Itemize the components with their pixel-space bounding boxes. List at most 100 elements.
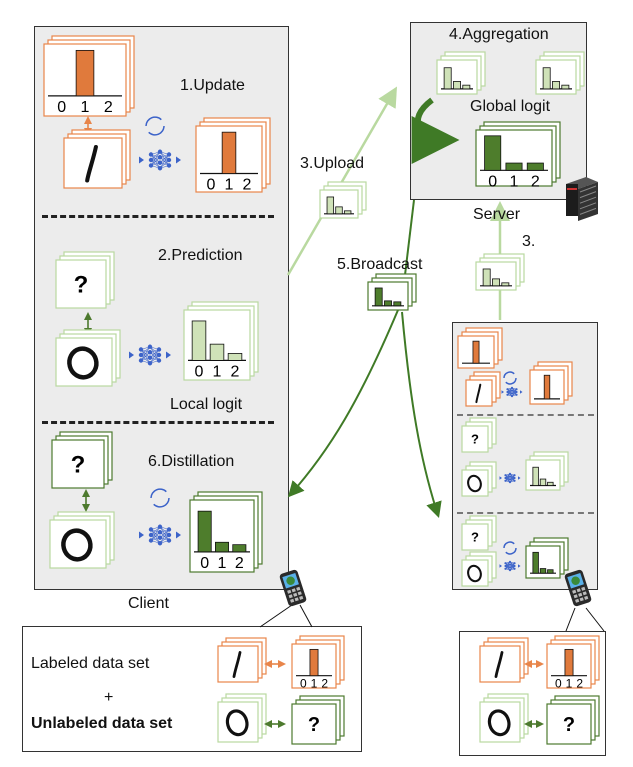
small-labeled-target-chart-tick: 2: [576, 677, 583, 691]
global-logit-label: Global logit: [470, 98, 551, 115]
cycle-arrows-icon: [503, 541, 515, 549]
client-label: Client: [128, 595, 169, 612]
small-prediction-query-box-mark: ?: [471, 432, 479, 447]
aggregation-curve-arrow: [411, 97, 460, 164]
cycle-arrows-icon: [150, 488, 167, 499]
cycle-arrows-icon: [505, 377, 517, 385]
small-client-separator-1: [457, 414, 594, 416]
mobile-phone-icon: [279, 569, 307, 607]
labeled-target-chart-tick: 2: [321, 677, 328, 691]
cycle-arrows-icon: [145, 116, 162, 127]
small-prediction-query-box-sheet: [461, 425, 489, 453]
digit-zero-icon: [467, 564, 482, 583]
prediction-logit-chart-tick: 2: [231, 363, 240, 380]
neural-network-icon: [139, 524, 181, 546]
digit-zero-icon: [61, 528, 93, 562]
distillation-query-box-sheet: [51, 439, 105, 489]
aggregation-input-chart-1-bar: [453, 81, 461, 90]
small-unlabeled-query-box-sheet: [546, 703, 592, 745]
global-logit-chart-bar: [526, 162, 544, 171]
small-prediction-logit-chart-bar: [539, 478, 547, 486]
update-target-chart-bar: [75, 49, 95, 97]
global-logit-chart-tick: 2: [531, 173, 540, 190]
server-rack-icon: [566, 177, 598, 221]
prediction-logit-chart-tick: 1: [213, 363, 222, 380]
distillation-logit-chart-bar: [232, 544, 247, 553]
prediction-query-box-mark: ?: [74, 272, 89, 299]
broadcast-chip-bar: [374, 287, 383, 307]
upload-chip-small-bar: [482, 268, 491, 287]
prediction-logit-chart-bar: [227, 353, 243, 361]
update-output-chart-tick: 2: [243, 177, 252, 194]
aggregation-input-chart-2-bar: [552, 81, 560, 90]
upload-chip-bar: [335, 206, 343, 215]
unlabeled-query-box-mark: ?: [308, 714, 320, 736]
mobile-phone-icon: [564, 569, 592, 607]
small-distillation-query-box-mark: ?: [471, 530, 479, 545]
aggregation-input-chart-1-bar: [462, 84, 471, 90]
upload-chip-small-bar: [501, 282, 510, 287]
neural-network-icon: [501, 386, 523, 398]
phone-line-small-2: [585, 607, 605, 632]
server-label: Server: [473, 206, 521, 223]
phone-line-client: [259, 604, 293, 628]
upload-chip-small-bar: [492, 278, 500, 287]
small-distillation-query-box-sheet: [461, 523, 489, 551]
small-labeled-target-chart-tick: 1: [566, 677, 573, 691]
update-output-chart-tick: 0: [207, 177, 216, 194]
digit-zero-icon: [67, 346, 99, 380]
labeled-target-chart-tick: 1: [311, 677, 318, 691]
update-target-chart-tick: 1: [81, 99, 90, 116]
global-logit-chart-bar: [505, 162, 523, 171]
upload-label: 3.Upload: [300, 155, 365, 172]
cycle-arrows-icon: [503, 371, 515, 379]
distillation-logit-chart-tick: 1: [218, 555, 227, 572]
update-output-chart-tick: 1: [225, 177, 234, 194]
small-labeled-target-chart-tick: 0: [555, 677, 562, 691]
cycle-arrows-icon: [153, 497, 170, 508]
broadcast-chip-bar: [384, 300, 392, 307]
small-update-target-chart-bar: [472, 340, 480, 364]
cycle-arrows-icon: [505, 547, 517, 555]
small-update-output-chart-bar: [543, 374, 551, 400]
aggregation-label: 4.Aggregation: [449, 26, 549, 43]
digit-zero-icon: [467, 474, 482, 493]
aggregation-input-chart-2-bar: [561, 84, 570, 90]
broadcast-label: 5.Broadcast: [337, 256, 423, 273]
distillation-logit-chart-bar: [215, 541, 229, 553]
update-target-chart-tick: 2: [104, 99, 113, 116]
upload-short-label: 3.: [522, 233, 536, 250]
distillation-logit-chart-tick: 2: [235, 555, 244, 572]
digit-one-icon: [85, 144, 98, 183]
broadcast-arrow-small: [401, 311, 442, 519]
digit-zero-icon: [487, 709, 511, 737]
local-logit-label: Local logit: [170, 396, 243, 413]
global-logit-chart-tick: 1: [510, 173, 519, 190]
broadcast-arrow-client: [287, 309, 399, 498]
neural-network-icon: [139, 149, 181, 171]
unlabeled-query-box-sheet: [291, 703, 337, 745]
upload-chip-bar: [326, 196, 335, 215]
aggregation-input-chart-1-bar: [443, 67, 452, 90]
prediction-logit-chart-tick: 0: [195, 363, 204, 380]
unlabeled-dataset-label: Unlabeled data set: [31, 715, 173, 732]
digit-one-icon: [232, 651, 242, 678]
small-prediction-logit-chart-bar: [532, 466, 539, 486]
upload-chip-bar: [343, 210, 352, 215]
small-distillation-logit-chart-bar: [539, 568, 547, 574]
global-logit-chart-tick: 0: [488, 173, 497, 190]
update-target-chart-tick: 0: [57, 99, 66, 116]
prediction-query-box-sheet: [55, 259, 107, 309]
small-distillation-logit-chart-bar: [547, 569, 554, 574]
small-distillation-logit-chart-bar: [532, 551, 539, 574]
distillation-logit-chart-tick: 0: [200, 555, 209, 572]
labeled-target-chart-tick: 0: [300, 677, 307, 691]
neural-network-icon: [499, 560, 521, 572]
aggregation-input-chart-2-bar: [542, 67, 551, 90]
neural-network-icon: [129, 344, 171, 366]
distillation-logit-chart-bar: [197, 510, 212, 553]
prediction-logit-chart-bar: [209, 343, 225, 361]
labeled-dataset-label: Labeled data set: [31, 655, 150, 672]
broadcast-chip-bar: [393, 301, 402, 307]
step-update-label: 1.Update: [180, 77, 245, 94]
